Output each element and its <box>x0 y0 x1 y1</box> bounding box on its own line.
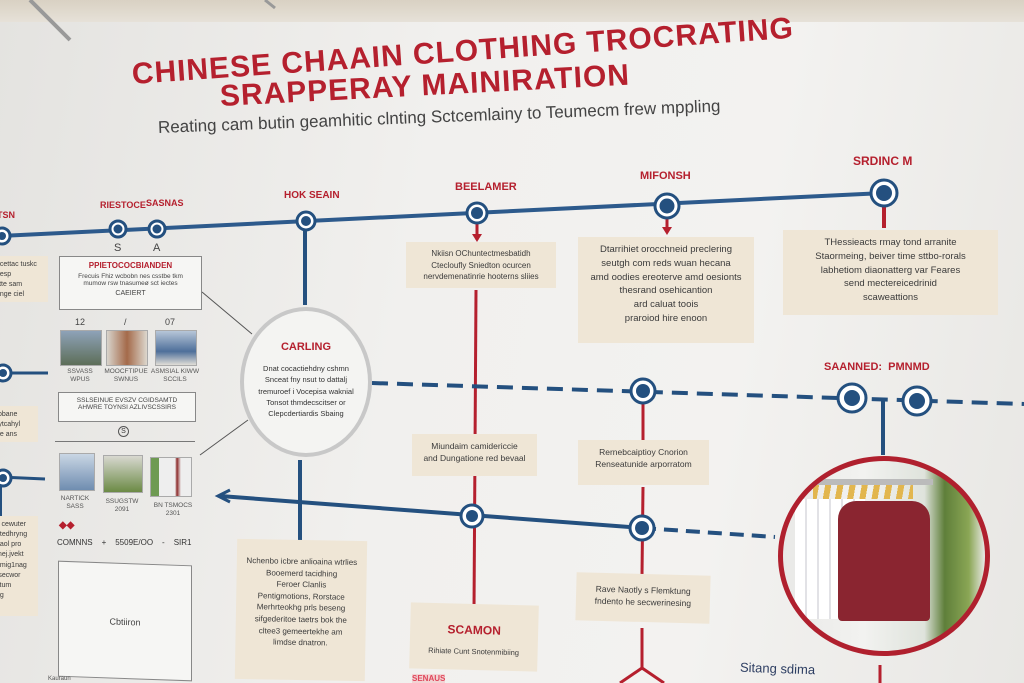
panel-bottom-note: Kauraun <box>48 676 71 682</box>
left-edge-box-2: tobane rytcahyl be ans <box>0 406 38 442</box>
left-edge-label: TSN <box>0 210 15 220</box>
thumb-caption: ASMSIAL KIWW SCCILS <box>150 368 200 384</box>
thumbnail-photo <box>59 453 95 491</box>
thumb-number: 07 <box>165 317 176 327</box>
stat-right: SIR1 <box>173 538 192 547</box>
left-edge-box-3: c cewuter ntedhryng haol pro mej.jvekt e… <box>0 516 38 616</box>
carling-text: Dnat cocactiehdny cshmn Snceat fny nsut … <box>258 364 354 418</box>
stat-row: COMNNS + 5509E/OO - SIR1 <box>57 538 192 547</box>
node-label-mifonsh: MIFONSH <box>640 170 691 182</box>
panel-note-box: SSLSEINUE EVSZV CGIDSAMTD AHWRE TOYNSI A… <box>58 392 196 422</box>
info-icon: S <box>118 426 129 437</box>
info-box-scamon: SCAMON Rihiate Cunt Snotenmibiing <box>409 602 539 672</box>
ceiling <box>0 0 1024 22</box>
right-label: SAANNED: PMNMD <box>824 361 930 373</box>
node-label-riestoce: RIESTOCE· <box>100 200 149 210</box>
thumbnail-photo <box>60 330 102 366</box>
thumb-caption: NARTICK SASS <box>60 495 90 511</box>
info-box-srdinc: THessieacts rmay tond arranite Staormein… <box>783 230 998 315</box>
stat-mid: 5509E/OO <box>115 538 154 547</box>
node-letter-a: A <box>153 242 161 254</box>
panel-title: PPIETOCOCBIANDEN <box>88 261 173 270</box>
chart-placeholder: Cbtiiron <box>58 560 192 682</box>
thumb-number: / <box>124 317 127 327</box>
thumb-caption: SSVASS WPUS <box>67 368 93 384</box>
stat-left: COMNNS <box>57 538 93 547</box>
red-arrows-icon: ◆◆ <box>59 520 75 531</box>
thumb-caption: MOOCFTIPUE SWNUS <box>104 368 148 384</box>
thumbnail-photo <box>155 330 197 366</box>
node-label-hok-sean: HOK SEAIN <box>284 190 340 201</box>
thumbnail-photo <box>150 457 192 497</box>
left-edge-box-1: ecettac tuskc besp litte sam unge ciel <box>0 256 48 302</box>
thumbnail-photo <box>106 330 148 366</box>
divider <box>55 441 195 442</box>
hangers <box>813 485 913 499</box>
bottom-red-label: SENAUS <box>412 674 446 683</box>
red-sweater <box>838 501 930 621</box>
thumbnail-photo <box>103 455 143 493</box>
stat-dash: - <box>162 538 165 547</box>
scamon-title: SCAMON <box>447 622 502 638</box>
carling-circle: CARLING Dnat cocactiehdny cshmn Snceat f… <box>240 307 372 457</box>
node-label-beelamer: BEELAMER <box>455 181 517 193</box>
info-box-mid-1: Miundaim camidericcie and Dungatione red… <box>412 434 537 476</box>
info-box-low-right: Rave Naotly s Flemktung fndento he secwe… <box>575 572 711 624</box>
node-label-sasnas: SASNAS <box>146 198 184 208</box>
panel-text: Frecuis Fhiz wcbobn nes csstbe tkm mumow… <box>78 273 183 287</box>
right-caption: Sitang sdima <box>739 659 816 678</box>
thumb-caption: SSUGSTW 2091 <box>105 498 139 514</box>
thumb-caption: BN TSMOCS 2301 <box>153 502 193 518</box>
stat-plus: + <box>101 538 107 547</box>
clothing-rack-photo <box>778 456 990 656</box>
node-label-srdinc: SRDINC M <box>853 154 913 168</box>
info-box-beelamer: Nkiisn OChuntectmesbatidh Ctecloufly Sni… <box>406 242 556 288</box>
rack-bar <box>803 479 933 485</box>
info-box-mid-2: Rernebcaiptioy Cnorion Renseatunide arpo… <box>578 440 709 485</box>
top-route-line <box>0 191 885 238</box>
info-box-mifonsh: Dtarrihiet orocchneid preclering seutgh … <box>578 237 754 343</box>
thumb-number: 12 <box>75 317 86 327</box>
carling-title: CARLING <box>280 341 332 353</box>
node-letter-s: S <box>114 242 122 254</box>
panel-info-box: PPIETOCOCBIANDEN Frecuis Fhiz wcbobn nes… <box>59 256 202 310</box>
scamon-text: Rihiate Cunt Snotenmibiing <box>428 646 520 658</box>
panel-footer: CAEIERT <box>115 290 146 297</box>
info-box-low-left: Nchenbo icbre anlioaina wtrlies Booemerd… <box>234 538 368 682</box>
